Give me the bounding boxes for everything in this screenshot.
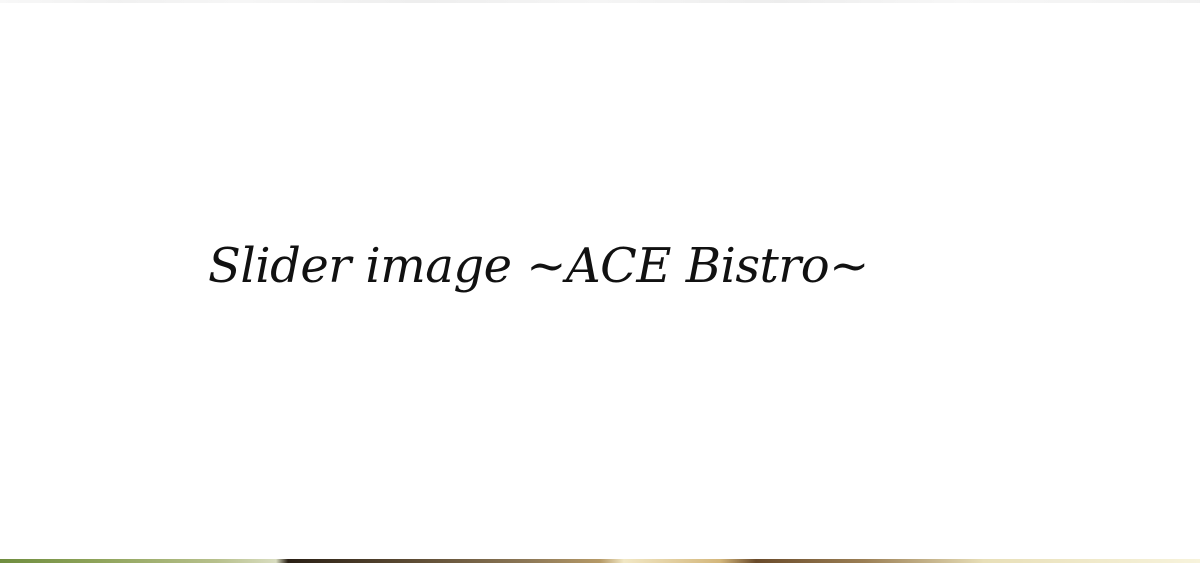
bottom-image-edge xyxy=(0,559,1200,563)
top-image-edge xyxy=(0,0,1200,3)
slider-image-caption: Slider image ~ACE Bistro~ xyxy=(208,238,869,294)
